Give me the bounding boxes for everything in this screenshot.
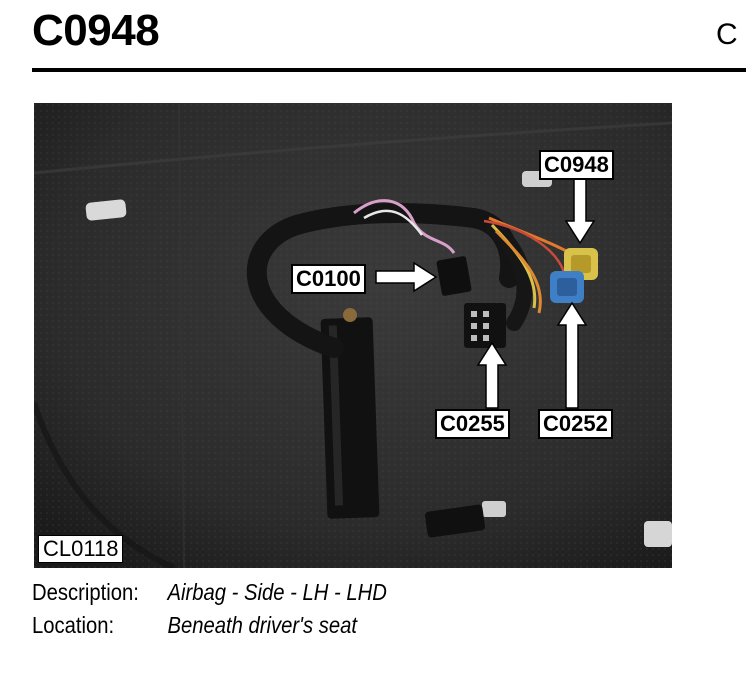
photo-id-label: CL0118: [38, 535, 124, 563]
description-value: Airbag - Side - LH - LHD: [167, 579, 387, 605]
callout-c0100: C0100: [291, 264, 366, 294]
connector-c0252-face: [557, 278, 577, 296]
photo-illustration: [34, 103, 672, 568]
connector-photo: C0948 C0100 C0255 C0252 CL0118: [34, 103, 672, 568]
floor-clip: [644, 521, 672, 547]
rail-bolt: [343, 308, 357, 322]
connector-c0100: [436, 256, 472, 296]
carpet-seam: [178, 103, 185, 568]
location-label: Location:: [32, 612, 115, 638]
seat-rail-highlight: [328, 325, 344, 506]
callout-c0255: C0255: [435, 409, 510, 439]
location-row: Location: Beneath driver's seat: [32, 611, 357, 639]
description-label: Description:: [32, 579, 139, 605]
description-row: Description: Airbag - Side - LH - LHD: [32, 578, 387, 606]
callout-arrows: [375, 178, 596, 409]
location-value: Beneath driver's seat: [167, 612, 358, 638]
connector-c0948-face: [571, 255, 591, 273]
page-title: C0948: [32, 6, 160, 55]
carpet-edge: [34, 402, 176, 568]
floor-clip: [482, 501, 506, 517]
floor-bracket: [424, 504, 486, 538]
carpet-seam: [34, 121, 672, 175]
callout-c0948: C0948: [539, 150, 614, 180]
wire-red: [483, 219, 566, 274]
wire-pink: [353, 199, 456, 254]
connector-c0255-pins: [471, 311, 489, 341]
header-divider: [32, 68, 746, 72]
floor-clip: [85, 199, 127, 221]
wire-white: [363, 209, 424, 236]
wire-orange: [494, 229, 542, 314]
header-right-text: C: [716, 18, 738, 51]
callout-c0252: C0252: [538, 409, 613, 439]
